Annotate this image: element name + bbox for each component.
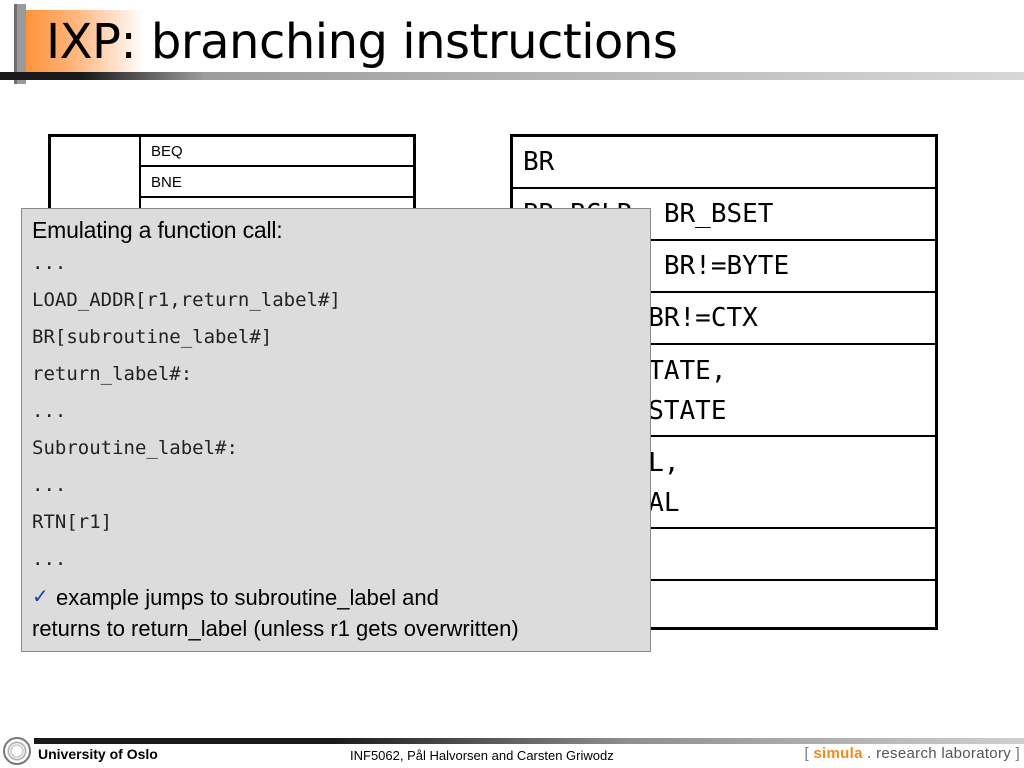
university-seal-icon [3,737,31,765]
brand-name: simula [813,745,863,762]
footer-course: INF5062, Pål Halvorsen and Carsten Griwo… [350,748,614,763]
callout-heading: Emulating a function call: [32,217,283,243]
code-line: ... [32,474,67,496]
left-table-row: BNE [141,168,413,198]
title-accent-gradient [14,10,144,76]
code-line: LOAD_ADDR[r1,return_label#] [32,289,341,311]
brand-bracket-close: ] [1015,745,1020,762]
brand-bracket-open: [ [804,745,814,762]
code-line: Subroutine_label#: [32,437,238,459]
code-line: ... [32,400,67,422]
right-table-row: BR [513,137,935,189]
code-line: ... [32,252,67,274]
function-call-callout: Emulating a function call: ... LOAD_ADDR… [21,208,651,652]
callout-note-line: example jumps to subroutine_label and [56,585,439,610]
left-table-row: BEQ [141,137,413,167]
callout-note: ✓ example jumps to subroutine_label and … [32,582,640,644]
footer-rule [34,738,1024,744]
footer-university: University of Oslo [38,746,158,762]
title-rule [0,72,1024,80]
code-line: ... [32,548,67,570]
slide-title: IXP: branching instructions [46,14,678,70]
checkmark-icon: ✓ [32,586,49,608]
title-accent-bar [14,4,26,84]
callout-note-line: returns to return_label (unless r1 gets … [32,616,519,641]
footer-brand-logo: [ simula . research laboratory ] [804,745,1020,762]
code-line: RTN[r1] [32,511,113,533]
right-table-row [513,529,935,581]
brand-rest: . research laboratory [862,745,1016,762]
code-line: return_label#: [32,363,193,385]
code-line: BR[subroutine_label#] [32,326,273,348]
